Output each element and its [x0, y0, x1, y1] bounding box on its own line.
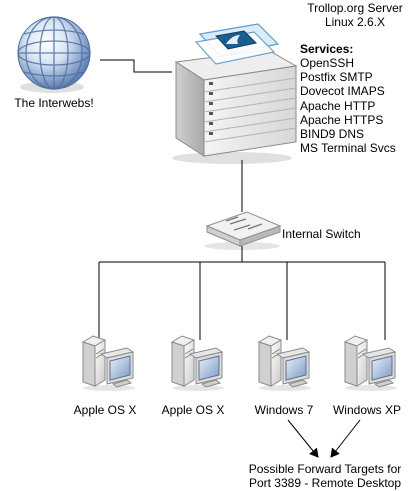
- arrow-windowsxp: [330, 419, 361, 458]
- client-label: Windows 7: [254, 403, 314, 417]
- client-computers: [81, 335, 397, 391]
- globe-icon: [17, 16, 91, 93]
- desktop-computer-icon: [170, 335, 224, 391]
- server-icon: [172, 23, 298, 164]
- client-label: Apple OS X: [161, 403, 225, 417]
- service-item: Apache HTTPS: [300, 112, 384, 127]
- arrow-windows7: [287, 419, 319, 458]
- service-item: OpenSSH: [300, 56, 355, 71]
- forward-targets-line-2: Port 3389 - Remote Desktop: [248, 476, 402, 490]
- service-item: BIND9 DNS: [300, 126, 365, 141]
- service-item: Dovecot IMAPS: [300, 84, 385, 99]
- desktop-computer-icon: [343, 335, 397, 391]
- forward-arrows: [287, 419, 361, 458]
- internet-server-link: [100, 59, 172, 73]
- switch-icon: [204, 211, 282, 250]
- service-item: Apache HTTP: [300, 98, 376, 113]
- server-name: Trollop.org Server: [307, 1, 403, 15]
- forward-targets-line-1: Possible Forward Targets for: [248, 462, 402, 476]
- services-title: Services:: [300, 42, 354, 57]
- switch-label: Internal Switch: [282, 227, 361, 241]
- server-os: Linux 2.6.X: [324, 15, 386, 30]
- server-info: Trollop.org Server Linux 2.6.X Services:…: [300, 1, 410, 155]
- client-label: Windows XP: [332, 403, 402, 417]
- client-label: Apple OS X: [73, 403, 137, 417]
- service-item: Postfix SMTP: [300, 70, 373, 85]
- connection-lines: [98, 59, 386, 340]
- internet-label: The Interwebs!: [14, 96, 94, 110]
- service-item: MS Terminal Svcs: [300, 140, 396, 155]
- desktop-computer-icon: [81, 335, 135, 391]
- desktop-computer-icon: [257, 335, 311, 391]
